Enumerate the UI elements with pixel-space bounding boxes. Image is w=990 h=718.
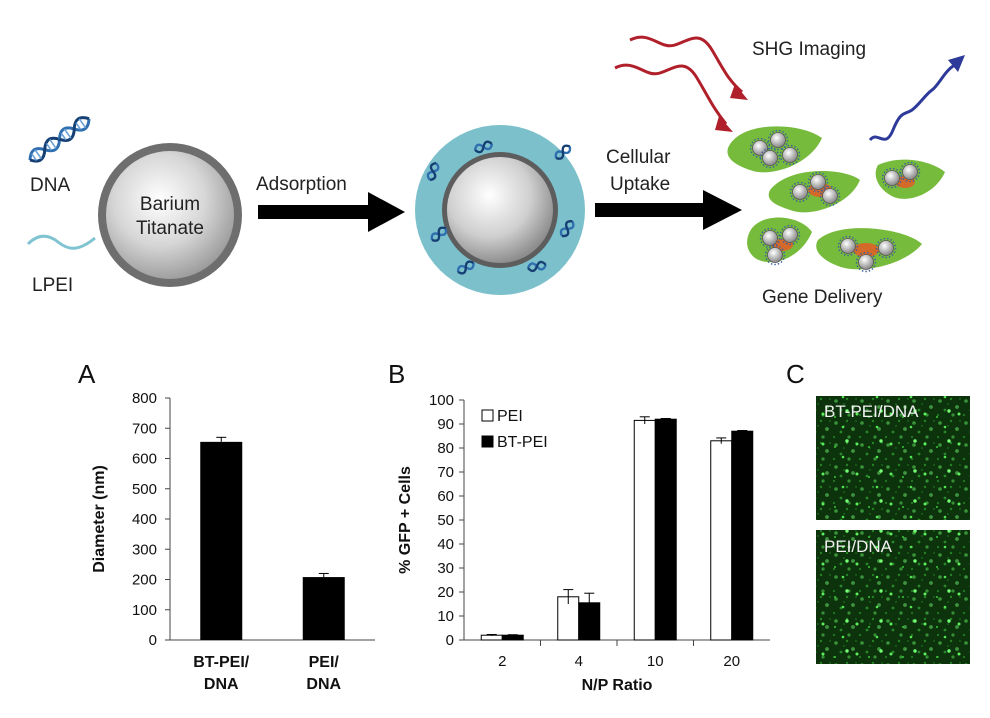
legend-label: PEI xyxy=(497,408,523,425)
cellular-uptake-arrow-icon xyxy=(595,190,742,230)
y-tick-label: 400 xyxy=(132,511,157,528)
x-axis-title: N/P Ratio xyxy=(582,677,653,694)
fluorescence-image-pei xyxy=(816,530,970,664)
lpei-label: LPEI xyxy=(32,275,73,296)
excitation-wave-icon xyxy=(614,35,748,132)
x-tick-label: DNA xyxy=(306,676,341,693)
uptake-label: Uptake xyxy=(610,174,670,195)
bar xyxy=(501,634,524,641)
particle-label-line1: Barium xyxy=(140,194,200,215)
chart-b: 0 10 20 30 40 50 60 70 80 90 100 2 4 10 20N/P Ratio % G… xyxy=(397,392,770,694)
cell-icon xyxy=(727,126,822,173)
y-tick-label: 500 xyxy=(132,481,157,498)
y-tick-label: 0 xyxy=(446,632,454,649)
y-tick-label: 100 xyxy=(132,602,157,619)
bar xyxy=(200,441,243,640)
y-tick-label: 80 xyxy=(437,440,454,457)
y-tick-label: 200 xyxy=(132,572,157,589)
panel-b-letter: B xyxy=(388,359,405,389)
y-axis-title: Diameter (nm) xyxy=(91,465,108,573)
y-tick-label: 100 xyxy=(429,392,454,409)
dna-label: DNA xyxy=(30,175,70,196)
cell-icon xyxy=(747,217,812,266)
y-tick-label: 40 xyxy=(437,536,454,553)
dna-helix-icon xyxy=(25,112,94,167)
shg-imaging-label: SHG Imaging xyxy=(752,39,866,60)
y-tick-label: 30 xyxy=(437,560,454,577)
gene-delivery-label: Gene Delivery xyxy=(762,287,883,308)
y-tick-label: 800 xyxy=(132,390,157,407)
cell-icon xyxy=(875,159,945,199)
image-caption-bt-pei: BT-PEI/DNA xyxy=(824,402,919,421)
y-tick-label: 600 xyxy=(132,451,157,468)
bar xyxy=(731,430,754,641)
x-tick-label: 10 xyxy=(647,653,664,670)
fluorescence-image-bt-pei xyxy=(816,396,970,520)
panel-c-letter: C xyxy=(786,359,805,389)
cell-icon xyxy=(768,170,860,213)
y-tick-label: 10 xyxy=(437,608,454,625)
x-tick-label: 20 xyxy=(723,653,740,670)
x-tick-label: DNA xyxy=(204,676,239,693)
bar xyxy=(633,419,656,641)
panel-a-letter: A xyxy=(78,359,96,389)
legend-swatch xyxy=(481,409,494,422)
cell-icon xyxy=(816,228,922,273)
y-tick-label: 700 xyxy=(132,420,157,437)
y-tick-label: 70 xyxy=(437,464,454,481)
cells-illustration xyxy=(727,126,945,273)
coated-particle xyxy=(415,125,585,295)
emission-wave-icon xyxy=(868,55,965,142)
x-tick-label: 2 xyxy=(498,653,506,670)
lpei-strand-icon xyxy=(26,234,96,250)
y-tick-label: 60 xyxy=(437,488,454,505)
y-tick-label: 90 xyxy=(437,416,454,433)
barium-titanate-particle xyxy=(98,143,242,287)
y-tick-label: 20 xyxy=(437,584,454,601)
particle-label-line2: Titanate xyxy=(136,218,204,239)
y-tick-label: 50 xyxy=(437,512,454,529)
adsorption-label: Adsorption xyxy=(256,174,347,195)
x-tick-label: BT-PEI/ xyxy=(193,654,250,671)
x-tick-label: 4 xyxy=(575,653,583,670)
scheme: DNA LPEI Barium Titanate Adsorption xyxy=(25,35,965,308)
legend-swatch xyxy=(481,435,494,448)
y-tick-label: 300 xyxy=(132,541,157,558)
cellular-label: Cellular xyxy=(606,147,671,168)
legend-label: BT-PEI xyxy=(497,434,548,451)
y-axis-title: % GFP + Cells xyxy=(397,466,414,574)
adsorption-arrow-icon xyxy=(258,192,405,232)
bar xyxy=(302,577,345,640)
image-caption-pei: PEI/DNA xyxy=(824,537,893,556)
bar xyxy=(654,418,677,641)
y-tick-label: 0 xyxy=(149,632,157,649)
x-tick-label: PEI/ xyxy=(309,654,340,671)
bar xyxy=(710,440,733,641)
